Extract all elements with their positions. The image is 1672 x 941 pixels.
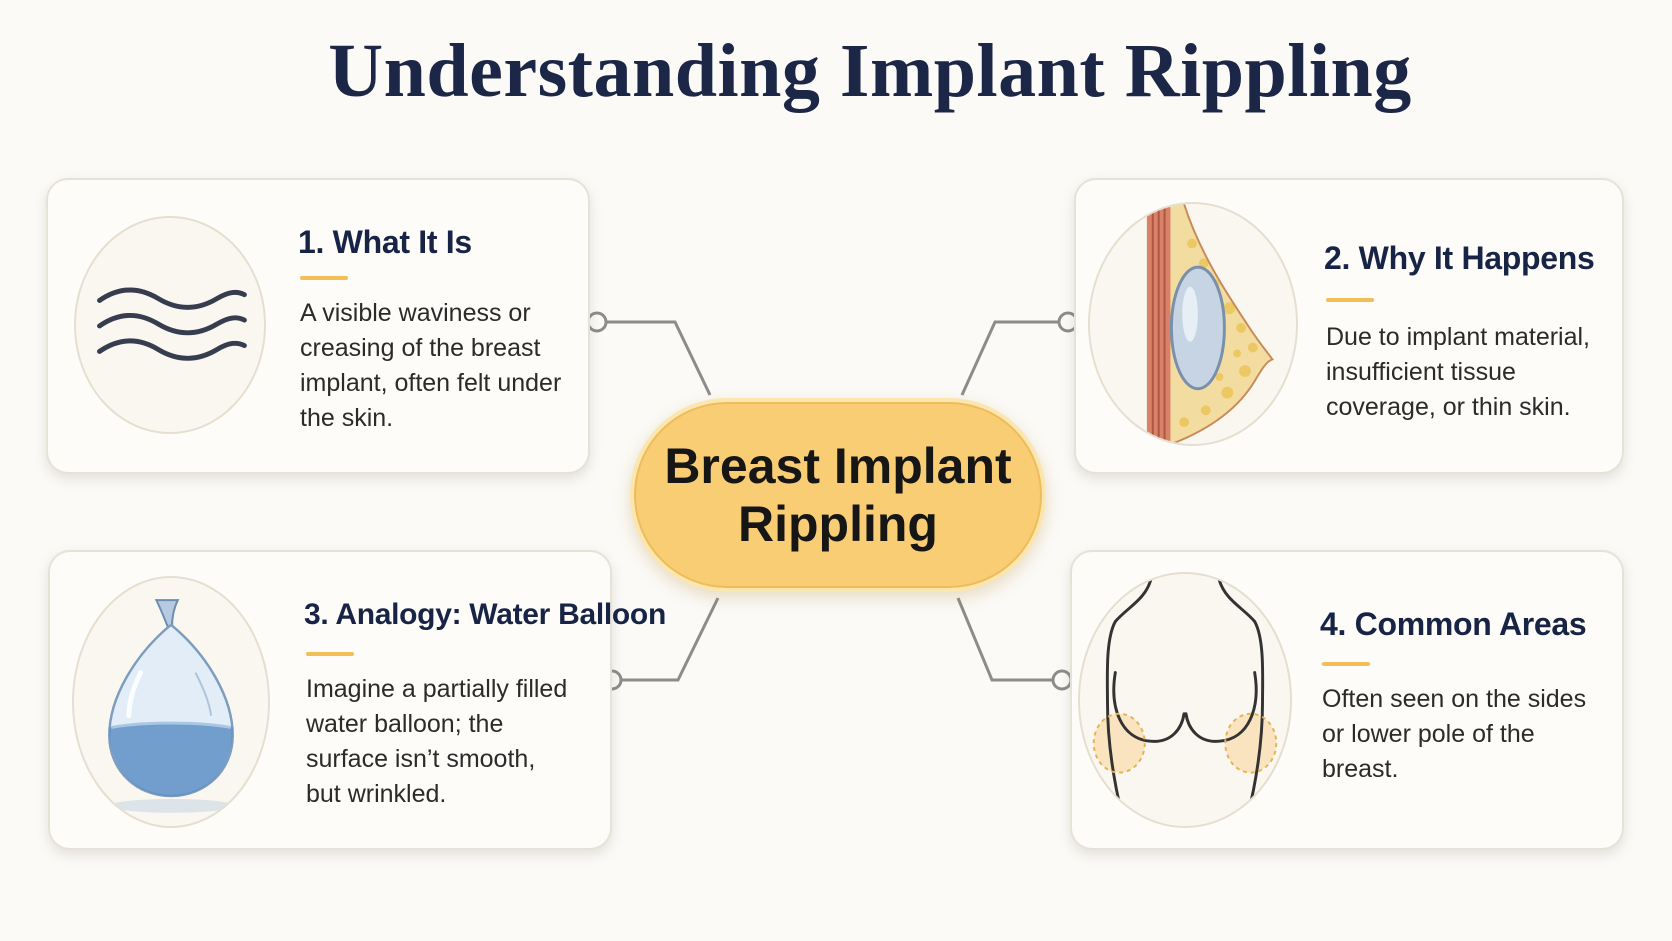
breast-cross-section-icon: [1088, 202, 1298, 446]
card-underline: [1326, 298, 1374, 302]
card-description: Due to implant material, insufficient ti…: [1326, 323, 1591, 421]
card-description: Often seen on the sides or lower pole of…: [1322, 685, 1587, 783]
connector-dot-what-it-is: [586, 311, 608, 333]
card-description: Imagine a partially filled water balloon…: [306, 675, 568, 808]
connector-common-areas: [956, 597, 1062, 682]
card-underline: [300, 276, 348, 280]
card-title: 1. What It Is: [298, 224, 472, 260]
water-balloon-icon: [72, 576, 270, 828]
wavy-lines-icon: [74, 216, 266, 434]
connector-dot-common-areas: [1051, 669, 1073, 691]
connector-what-it-is: [597, 320, 712, 396]
card-description: A visible waviness or creasing of the br…: [300, 299, 562, 432]
card-underline: [1322, 662, 1370, 666]
card-what-it-is: 1. What It Is A visible waviness or crea…: [46, 178, 590, 474]
connector-why-it-happens: [960, 320, 1068, 396]
card-underline: [306, 652, 354, 656]
card-common-areas: 4. Common Areas Often seen on the sides …: [1070, 550, 1624, 850]
card-why-it-happens: 2. Why It Happens Due to implant materia…: [1074, 178, 1624, 474]
card-title: 2. Why It Happens: [1324, 240, 1595, 276]
torso-outline-icon: [1078, 572, 1292, 828]
center-label: Breast Implant Rippling: [664, 438, 1012, 552]
card-title: 4. Common Areas: [1320, 606, 1587, 642]
center-node: Breast Implant Rippling: [630, 398, 1046, 592]
connector-analogy: [612, 597, 720, 682]
card-title: 3. Analogy: Water Balloon: [304, 598, 666, 631]
page-title: Understanding Implant Rippling: [328, 29, 1412, 113]
card-analogy: 3. Analogy: Water Balloon Imagine a part…: [48, 550, 666, 850]
